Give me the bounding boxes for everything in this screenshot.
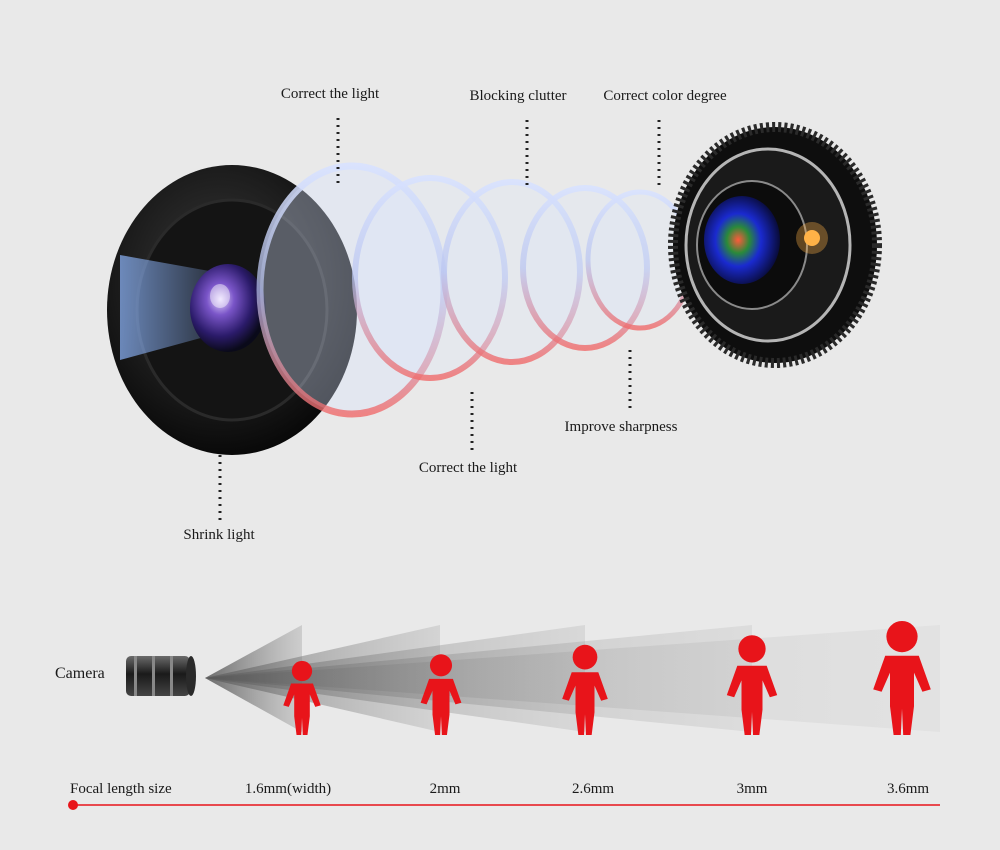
- focal-size-2: 2mm: [429, 781, 461, 797]
- camera-lens-icon: [126, 656, 196, 696]
- label-correct-color-degree: Correct color degree: [603, 88, 727, 104]
- label-improve-sharpness: Improve sharpness: [564, 419, 678, 435]
- person-icon: [283, 660, 321, 735]
- camera-label: Camera: [55, 665, 105, 682]
- person-icon: [873, 621, 931, 735]
- focal-size-1: 1.6mm(width): [244, 781, 332, 797]
- focal-size-3: 2.6mm: [571, 781, 615, 797]
- right-lens-module: [668, 122, 882, 368]
- optical-elements: [256, 162, 695, 418]
- figures: [283, 621, 931, 735]
- focal-size-5: 3.6mm: [886, 781, 930, 797]
- label-correct-light-top: Correct the light: [280, 86, 380, 102]
- label-shrink-light: Shrink light: [183, 527, 255, 543]
- leader-lines: [218, 118, 661, 520]
- person-icon: [562, 644, 608, 735]
- label-blocking-clutter: Blocking clutter: [469, 88, 567, 104]
- focal-axis-label: Focal length size: [70, 781, 172, 797]
- label-correct-light-bottom: Correct the light: [418, 460, 518, 476]
- focal-axis-dot: [68, 800, 78, 810]
- person-icon: [726, 635, 778, 735]
- person-icon: [420, 654, 462, 735]
- focal-size-4: 3mm: [736, 781, 768, 797]
